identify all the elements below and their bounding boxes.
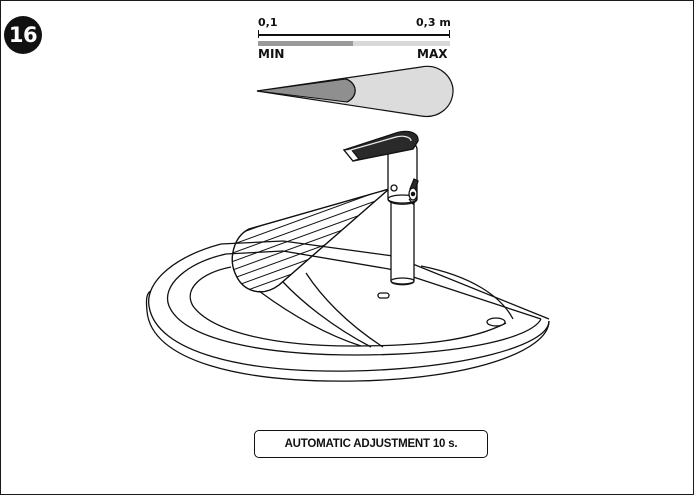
scale-min-label: MIN [258, 47, 285, 61]
faucet-icon [342, 130, 419, 286]
step-number-badge: 16 [4, 16, 42, 54]
scale-max-value: 0,3 m [416, 16, 451, 29]
sensor-range-cone-icon [256, 65, 454, 118]
automatic-adjustment-notice: AUTOMATIC ADJUSTMENT 10 s. [254, 430, 488, 458]
scale-min-value: 0,1 [258, 16, 278, 29]
scale-line [258, 34, 450, 36]
scale-max-label: MAX [417, 47, 448, 61]
scale-bar-max-range [353, 41, 450, 46]
washbasin-icon [145, 240, 550, 382]
detection-beam-icon [231, 188, 390, 293]
scale-bar-min-range [258, 41, 353, 46]
